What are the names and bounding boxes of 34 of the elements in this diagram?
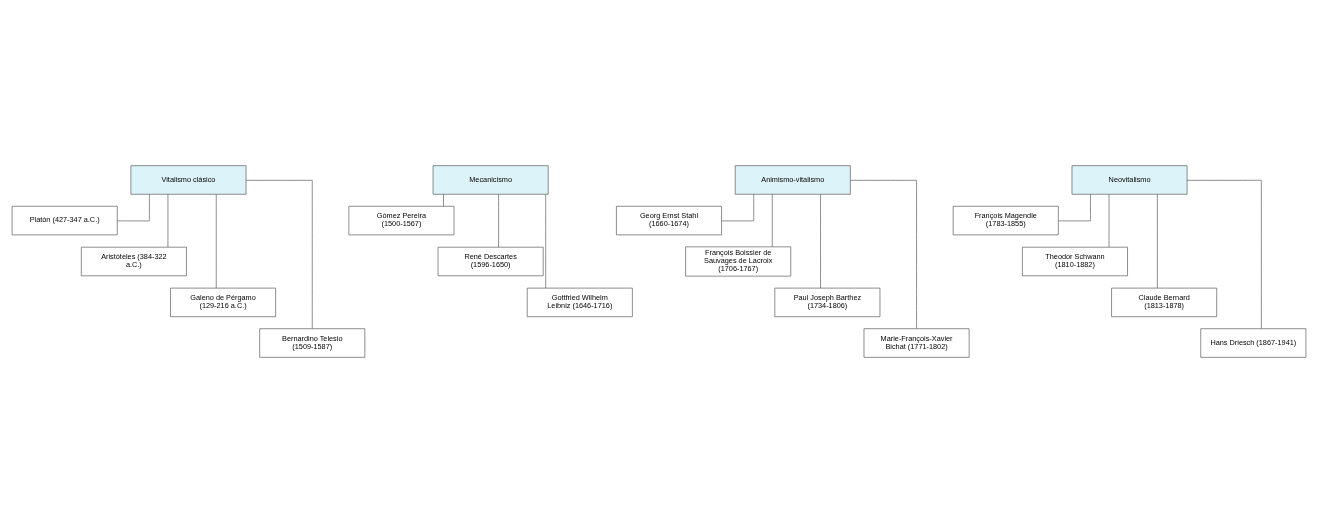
node-box: François Boissier de Sauvages de Lacroix (1706-1767): [685, 246, 792, 277]
node-box: Galeno de Pérgamo (129-216 a.C.): [170, 287, 276, 318]
node-box: Animismo-vitalismo: [734, 165, 851, 195]
node-box: Bernardino Telesio (1509-1587): [259, 328, 366, 358]
node-box: Gottfried Wilhelm Leibniz (1646-1716): [526, 287, 633, 318]
connector: [820, 194, 821, 289]
node-box: René Descartes (1596-1650): [437, 246, 544, 277]
node-box: Paul Joseph Barthez (1734-1806): [774, 287, 881, 318]
connector: [1058, 193, 1091, 222]
node-box: Marie-François-Xavier Bichat (1771-1802): [863, 328, 970, 358]
connector: [1186, 179, 1262, 329]
connector: [245, 179, 313, 329]
node-box: Vitalismo clásico: [130, 165, 247, 195]
connector: [117, 193, 150, 222]
connector: [850, 179, 917, 329]
node-box: Platón (427-347 a.C.): [11, 205, 118, 236]
node-box: Mecanicismo: [432, 165, 549, 195]
node-box: Georg Ernst Stahl (1660-1674): [616, 205, 722, 236]
connector: [498, 194, 499, 248]
node-box: Gómez Pereira (1500-1567): [348, 205, 455, 236]
node-box: Aristóteles (384-322 a.C.): [80, 246, 187, 277]
connector: [215, 194, 217, 289]
connector: [1157, 194, 1158, 289]
connector: [545, 194, 547, 289]
node-box: Claude Bernard (1813-1878): [1111, 287, 1218, 318]
node-box: Theodor Schwann (1810-1882): [1022, 246, 1128, 277]
node-box: Hans Driesch (1867-1941): [1200, 328, 1307, 358]
node-box: François Magendie (1783-1855): [952, 205, 1059, 236]
connector: [1108, 194, 1110, 248]
connector: [721, 193, 755, 222]
connector: [443, 194, 444, 207]
connector: [167, 194, 169, 248]
connector: [771, 194, 773, 248]
node-box: Neovitalismo: [1071, 165, 1188, 195]
